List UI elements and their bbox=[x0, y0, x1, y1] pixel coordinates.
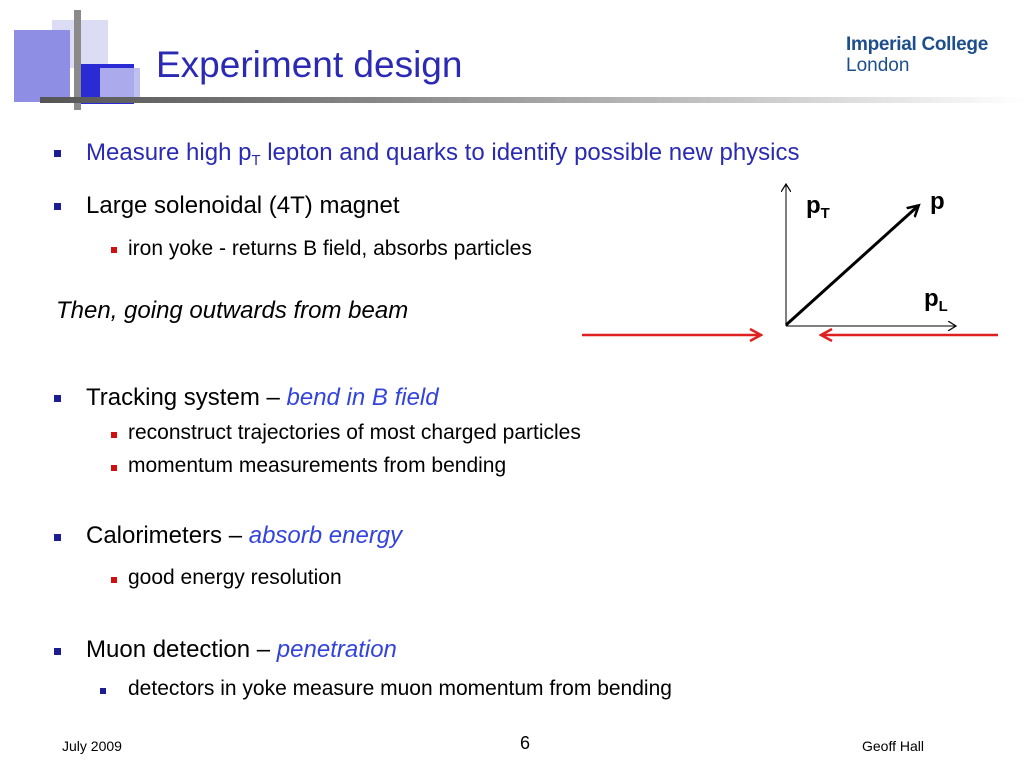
bullet-tracking-system: Tracking system – bend in B field bbox=[86, 384, 439, 412]
sub-bullet-marker bbox=[111, 577, 117, 583]
pl-label: pL bbox=[924, 285, 948, 316]
momentum-vector-arrow bbox=[784, 206, 918, 327]
label-text: p bbox=[806, 192, 821, 219]
logo-imperial-college: Imperial College bbox=[846, 34, 988, 55]
title-underline bbox=[40, 97, 1024, 103]
sub-bullet-marker bbox=[100, 688, 106, 694]
bullet-text: Measure high p bbox=[86, 139, 252, 166]
bullet-emphasis: bend in B field bbox=[286, 384, 439, 411]
bullet-marker bbox=[54, 395, 61, 402]
sub-bullet-marker bbox=[111, 465, 117, 471]
bullet-text: Muon detection – bbox=[86, 636, 277, 663]
page-number: 6 bbox=[520, 733, 531, 753]
sub-bullet-energy-resolution: good energy resolution bbox=[128, 566, 342, 589]
decor-vertical-line bbox=[74, 10, 81, 110]
logo-london: London bbox=[846, 55, 910, 76]
bullet-calorimeters: Calorimeters – absorb energy bbox=[86, 522, 402, 550]
pt-label: pT bbox=[806, 192, 830, 223]
slide-title: Experiment design bbox=[156, 44, 463, 85]
sub-bullet-marker bbox=[111, 432, 117, 438]
decor-square-mid bbox=[14, 30, 70, 102]
footer-date: July 2009 bbox=[62, 738, 122, 754]
label-text: p bbox=[924, 285, 939, 312]
bullet-emphasis: absorb energy bbox=[248, 522, 403, 549]
bullet-marker bbox=[54, 534, 61, 541]
bullet-solenoidal-magnet: Large solenoidal (4T) magnet bbox=[86, 192, 400, 219]
footer-author: Geoff Hall bbox=[862, 738, 924, 754]
sub-bullet-reconstruct-trajectories: reconstruct trajectories of most charged… bbox=[128, 421, 581, 444]
bullet-text: lepton and quarks to identify possible n… bbox=[260, 139, 800, 166]
decor-square-pale bbox=[100, 68, 140, 100]
bullet-marker bbox=[54, 648, 61, 655]
bullet-text: Calorimeters – bbox=[86, 522, 249, 549]
momentum-diagram bbox=[582, 170, 998, 360]
then-outwards-text: Then, going outwards from beam bbox=[56, 297, 409, 324]
bullet-muon-detection: Muon detection – penetration bbox=[86, 636, 397, 664]
sub-bullet-yoke-detectors: detectors in yoke measure muon momentum … bbox=[128, 677, 672, 700]
bullet-text: Tracking system – bbox=[86, 384, 287, 411]
p-label: p bbox=[930, 188, 945, 215]
bullet-emphasis: penetration bbox=[276, 636, 397, 663]
bullet-marker bbox=[54, 150, 61, 157]
sub-bullet-momentum-bending: momentum measurements from bending bbox=[128, 454, 507, 477]
sub-bullet-marker bbox=[111, 247, 117, 253]
subscript-t: T bbox=[251, 153, 261, 170]
bullet-marker bbox=[54, 203, 61, 210]
subscript-t: T bbox=[820, 206, 830, 223]
bullet-measure-high-pt: Measure high pT lepton and quarks to ide… bbox=[86, 139, 800, 170]
sub-bullet-iron-yoke: iron yoke - returns B field, absorbs par… bbox=[128, 237, 532, 260]
subscript-l: L bbox=[938, 299, 948, 316]
